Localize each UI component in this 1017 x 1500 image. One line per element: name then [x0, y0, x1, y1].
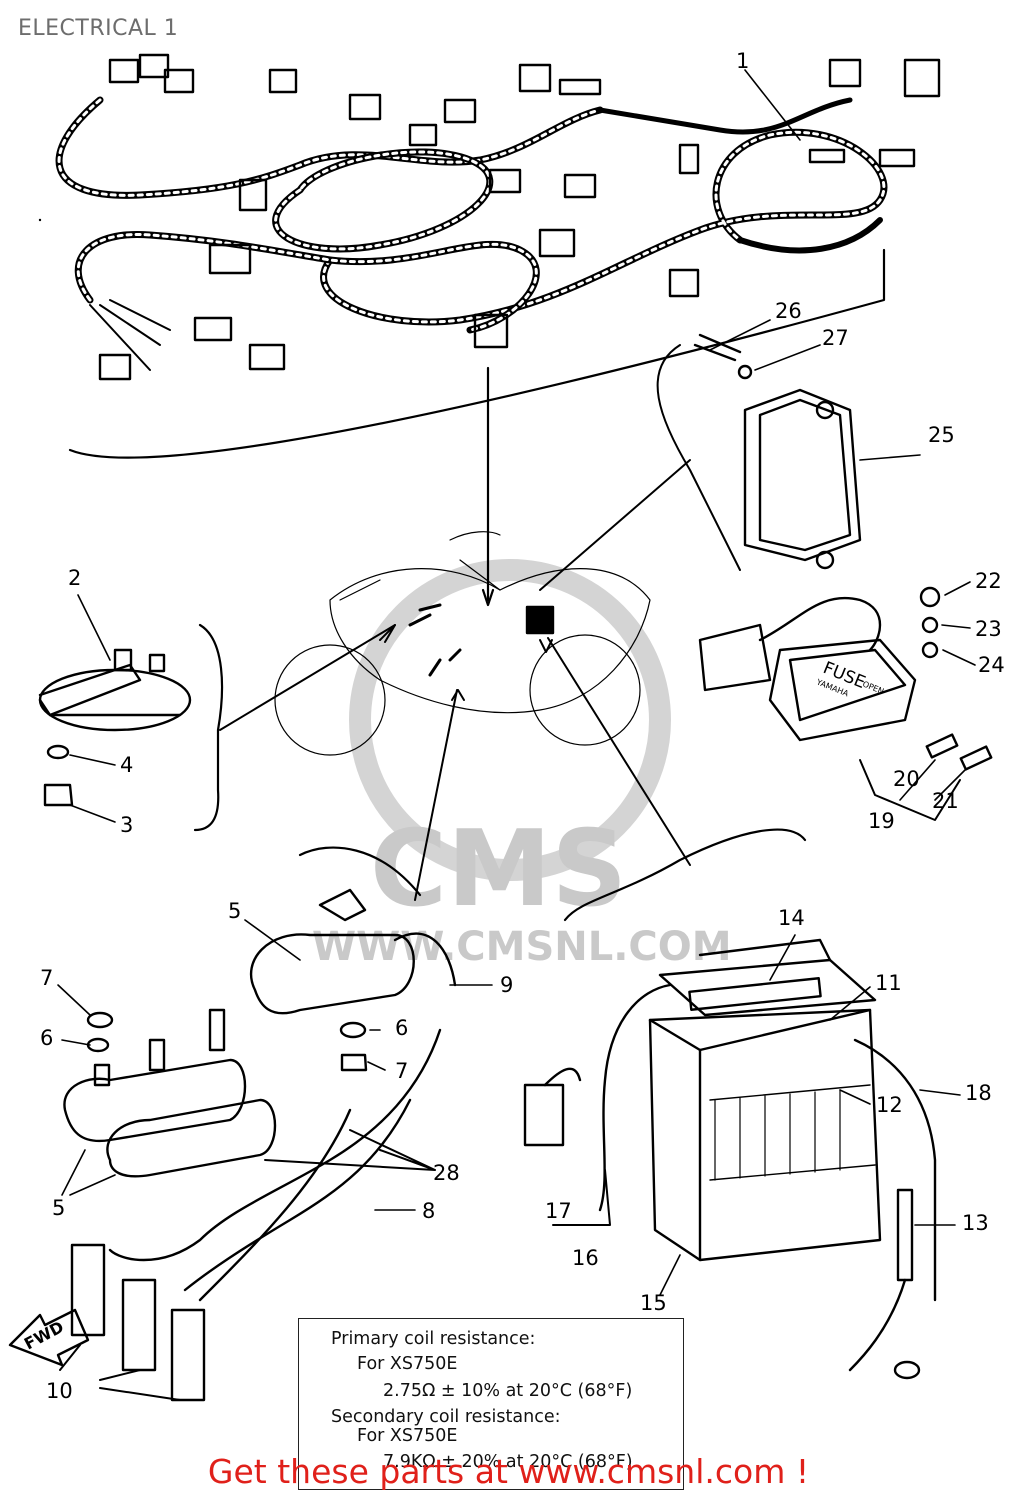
- diagram-title: ELECTRICAL 1: [18, 16, 179, 41]
- cms-watermark: CMS WWW.CMSNL.COM: [312, 559, 732, 970]
- callout-7-right: 7: [395, 1059, 408, 1083]
- callout-3: 3: [120, 813, 133, 837]
- ignition-coil-upper: [249, 888, 457, 1072]
- callout-5-lower: 5: [52, 1196, 65, 1220]
- relay-unit: [693, 333, 862, 570]
- callout-26: 26: [775, 299, 802, 323]
- callout-7-left: 7: [40, 966, 53, 990]
- callout-8: 8: [422, 1199, 435, 1223]
- battery: [523, 938, 937, 1380]
- fuse-box: FUSE YAMAHA OPEN: [698, 586, 993, 771]
- watermark-brand: CMS: [370, 808, 627, 930]
- note-line-secondary-heading: Secondary coil resistance:: [331, 1407, 561, 1427]
- callout-21: 21: [932, 789, 959, 813]
- callout-11: 11: [875, 971, 902, 995]
- motorcycle-outline: [274, 531, 651, 756]
- callout-13: 13: [962, 1211, 989, 1235]
- callout-17: 17: [545, 1199, 572, 1223]
- callout-24: 24: [978, 653, 1005, 677]
- note-line-secondary-model: For XS750E: [357, 1426, 458, 1446]
- callout-23: 23: [975, 617, 1002, 641]
- horn: [38, 648, 192, 807]
- component-location-marker: [525, 605, 555, 635]
- callout-5-upper: 5: [228, 899, 241, 923]
- callout-6-right: 6: [395, 1016, 408, 1040]
- forward-arrow: FWD: [8, 1308, 90, 1367]
- callout-14: 14: [778, 906, 805, 930]
- callout-15: 15: [640, 1291, 667, 1315]
- callout-6-left: 6: [40, 1026, 53, 1050]
- callout-leaders: [57, 69, 976, 1296]
- callout-19: 19: [868, 809, 895, 833]
- fuse-open-label: OPEN: [861, 680, 885, 697]
- callout-22: 22: [975, 569, 1002, 593]
- callout-numbers: 1 2 3 4 5 5 7 6 6 7 8 9 10 11 12 13 14 1…: [40, 49, 1005, 1403]
- note-line-secondary-value: 7.9KΩ ± 20% at 20°C (68°F): [383, 1452, 633, 1472]
- callout-28: 28: [433, 1161, 460, 1185]
- callout-4: 4: [120, 753, 133, 777]
- callout-18: 18: [965, 1081, 992, 1105]
- coil-resistance-note: Primary coil resistance: For XS750E 2.75…: [298, 1318, 684, 1490]
- ignition-coil-lower: [63, 1008, 277, 1178]
- callout-12: 12: [876, 1093, 903, 1117]
- note-line-primary-model: For XS750E: [357, 1354, 458, 1374]
- callout-10: 10: [46, 1379, 73, 1403]
- note-line-primary-value: 2.75Ω ± 10% at 20°C (68°F): [383, 1381, 633, 1401]
- callout-16: 16: [572, 1246, 599, 1270]
- footer-promo-link[interactable]: Get these parts at www.cmsnl.com !: [207, 1452, 810, 1491]
- callout-1: 1: [736, 49, 749, 73]
- callout-27: 27: [822, 326, 849, 350]
- note-line-primary-heading: Primary coil resistance:: [331, 1329, 536, 1349]
- watermark-url: WWW.CMSNL.COM: [312, 924, 732, 970]
- wire-harness: [38, 53, 941, 381]
- callout-25: 25: [928, 423, 955, 447]
- callout-9: 9: [500, 973, 513, 997]
- callout-2: 2: [68, 566, 81, 590]
- callout-20: 20: [893, 767, 920, 791]
